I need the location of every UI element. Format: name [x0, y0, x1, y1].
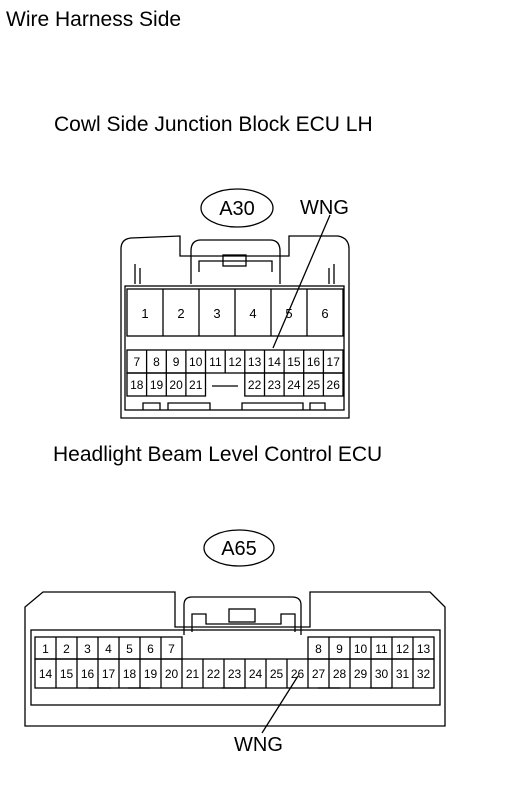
pin-a65-20: 20 [165, 667, 179, 681]
connector-a30-code: A30 [219, 198, 255, 220]
pin-a30-4: 4 [249, 306, 256, 321]
pin-a30-6: 6 [321, 306, 328, 321]
pin-a30-12: 12 [228, 355, 242, 369]
pin-a30-23: 23 [268, 378, 282, 392]
pin-a30-25: 25 [307, 378, 321, 392]
connector-a65-housing [24, 529, 446, 727]
pin-a65-29: 29 [354, 667, 368, 681]
pin-a65-10: 10 [354, 642, 368, 656]
pin-a65-16: 16 [81, 667, 95, 681]
page-title: Wire Harness Side [6, 8, 182, 31]
connector-a30-housing [120, 188, 350, 419]
pin-a30-20: 20 [169, 378, 183, 392]
pin-a65-2: 2 [63, 642, 70, 656]
pin-a65-26: 26 [291, 667, 305, 681]
pin-a30-9: 9 [173, 355, 180, 369]
pin-a65-6: 6 [147, 642, 154, 656]
pin-a65-11: 11 [375, 642, 388, 656]
pin-a30-19: 19 [150, 378, 164, 392]
connector-a30-pins: 1 2 3 4 5 6 7 8 9 10 11 12 13 14 15 16 1… [130, 306, 340, 392]
pin-a65-24: 24 [249, 667, 263, 681]
pin-a65-1: 1 [42, 642, 49, 656]
pin-a65-32: 32 [417, 667, 431, 681]
pin-a30-7: 7 [133, 355, 140, 369]
connector-a65-wire-label: WNG [234, 734, 283, 756]
connector-a30-wire-leader [272, 214, 331, 349]
pin-a30-15: 15 [287, 355, 301, 369]
pin-a30-1: 1 [141, 306, 148, 321]
pin-a65-17: 17 [102, 667, 116, 681]
pin-a65-7: 7 [168, 642, 175, 656]
pin-a65-19: 19 [144, 667, 158, 681]
pin-a30-8: 8 [153, 355, 160, 369]
pin-a65-30: 30 [375, 667, 389, 681]
pin-a30-14: 14 [268, 355, 282, 369]
pin-a30-24: 24 [287, 378, 301, 392]
pin-a65-28: 28 [333, 667, 347, 681]
pin-a30-11: 11 [209, 355, 222, 369]
pin-a65-25: 25 [270, 667, 284, 681]
pin-a65-3: 3 [84, 642, 91, 656]
connector-a65-code-oval [203, 529, 275, 567]
pin-a30-18: 18 [130, 378, 144, 392]
connector-a65-wire-leader [261, 675, 299, 734]
pin-a65-4: 4 [105, 642, 112, 656]
pin-a30-21: 21 [189, 378, 203, 392]
pin-a65-13: 13 [417, 642, 431, 656]
pin-a30-5: 5 [285, 306, 292, 321]
connector-a65-title: Headlight Beam Level Control ECU [53, 443, 383, 466]
pin-a65-9: 9 [336, 642, 343, 656]
pin-a65-15: 15 [60, 667, 74, 681]
pin-a30-16: 16 [307, 355, 321, 369]
pin-a65-21: 21 [186, 667, 200, 681]
pin-a65-5: 5 [126, 642, 133, 656]
pin-a30-10: 10 [189, 355, 203, 369]
pin-a65-12: 12 [396, 642, 410, 656]
pin-a30-17: 17 [327, 355, 341, 369]
pin-a30-22: 22 [248, 378, 262, 392]
connector-a30-title: Cowl Side Junction Block ECU LH [54, 113, 373, 136]
connector-a65-pins: 1 2 3 4 5 6 7 8 9 10 11 12 13 14 15 16 1… [39, 642, 431, 681]
pin-a65-23: 23 [228, 667, 242, 681]
pin-a65-31: 31 [396, 667, 410, 681]
connector-a65-code: A65 [221, 538, 257, 560]
pin-a65-22: 22 [207, 667, 221, 681]
pin-a65-8: 8 [315, 642, 322, 656]
pin-a65-14: 14 [39, 667, 53, 681]
pin-a30-13: 13 [248, 355, 262, 369]
connector-a30-wire-label: WNG [300, 197, 349, 219]
pin-a65-27: 27 [312, 667, 326, 681]
pin-a30-26: 26 [327, 378, 341, 392]
pin-a30-3: 3 [213, 306, 220, 321]
connector-a30-code-oval [200, 188, 274, 228]
pin-a65-18: 18 [123, 667, 137, 681]
pin-a30-2: 2 [177, 306, 184, 321]
